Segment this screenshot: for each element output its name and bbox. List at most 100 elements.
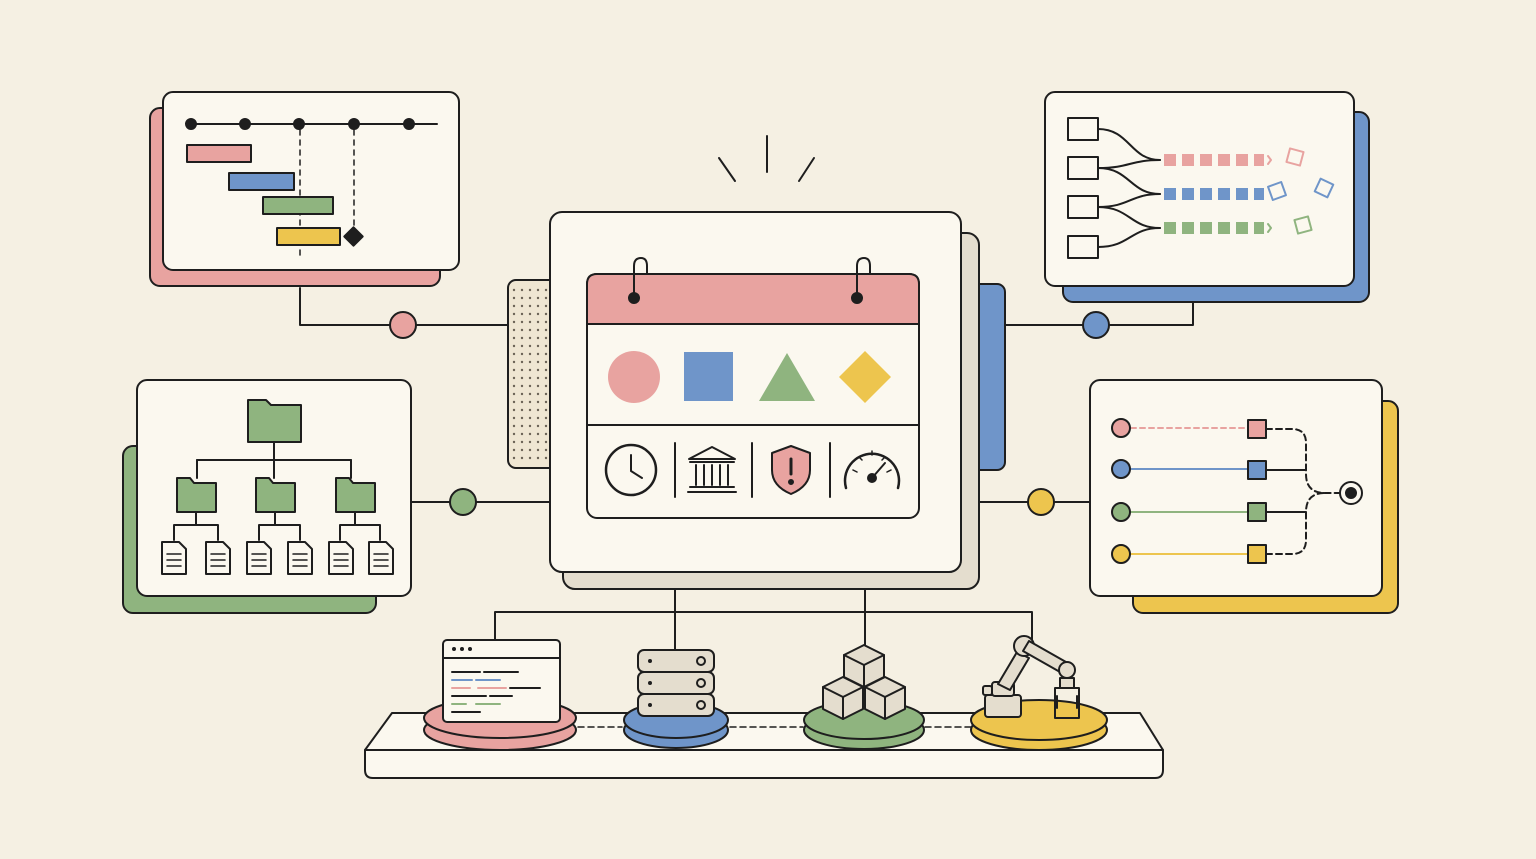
grid-dot (512, 440, 516, 444)
shield-alert-icon (771, 445, 811, 495)
grid-dot (536, 376, 540, 380)
grid-dot (520, 320, 524, 324)
grid-dot (520, 352, 524, 356)
grid-dot (512, 424, 516, 428)
grid-dot (528, 448, 532, 452)
grid-dot (520, 400, 524, 404)
grid-dot (512, 360, 516, 364)
server-stack-icon (637, 649, 715, 717)
grid-dot (512, 336, 516, 340)
workflow-merge-icon (1111, 418, 1363, 564)
grid-dot (536, 448, 540, 452)
grid-dot (520, 392, 524, 396)
grid-dot (544, 408, 548, 412)
grid-dot (528, 392, 532, 396)
grid-dot (536, 408, 540, 412)
grid-dot (544, 416, 548, 420)
grid-dot (512, 400, 516, 404)
grid-dot (544, 344, 548, 348)
grid-dot (520, 368, 524, 372)
grid-dot (512, 320, 516, 324)
grid-dot (544, 400, 548, 404)
grid-dot (536, 432, 540, 436)
grid-dot (544, 296, 548, 300)
pipeline-panel-card (1044, 91, 1355, 287)
grid-dot (544, 328, 548, 332)
diamond-icon (839, 351, 891, 403)
cubes-icon (822, 644, 906, 720)
grid-dot (544, 448, 548, 452)
workflow-panel (1089, 379, 1399, 614)
grid-dot (528, 424, 532, 428)
grid-dot (528, 360, 532, 364)
grid-dot (528, 328, 532, 332)
grid-dot (536, 368, 540, 372)
grid-dot (512, 376, 516, 380)
node-dot-blue (1082, 311, 1110, 339)
node-dot-green (449, 488, 477, 516)
attention-marks (718, 135, 815, 182)
folder-tree-icon (161, 399, 394, 575)
grid-dot (520, 296, 524, 300)
grid-dot (520, 408, 524, 412)
calendar-icon (586, 257, 920, 519)
grid-dot (544, 368, 548, 372)
grid-dot (536, 384, 540, 388)
grid-dot (536, 336, 540, 340)
grid-dot (536, 400, 540, 404)
grid-dot (536, 312, 540, 316)
clock-icon (604, 443, 658, 497)
grid-dot (520, 432, 524, 436)
connectors (299, 287, 1194, 651)
grid-dot (536, 352, 540, 356)
grid-dot (536, 440, 540, 444)
grid-dot (512, 304, 516, 308)
grid-dot (520, 328, 524, 332)
grid-dot (512, 392, 516, 396)
grid-dot (528, 296, 532, 300)
grid-dot (536, 392, 540, 396)
grid-dot (544, 304, 548, 308)
grid-dot (536, 296, 540, 300)
grid-dot (536, 288, 540, 292)
robot-arm-module (970, 635, 1108, 751)
grid-dot (544, 312, 548, 316)
square-icon (684, 352, 733, 401)
grid-dot (520, 376, 524, 380)
grid-dot (512, 296, 516, 300)
grid-dot (512, 344, 516, 348)
grid-dot (512, 432, 516, 436)
grid-dot (520, 440, 524, 444)
grid-dot (536, 456, 540, 460)
grid-dot (512, 328, 516, 332)
grid-dot (520, 288, 524, 292)
grid-dot (520, 304, 524, 308)
grid-dot (520, 416, 524, 420)
grid-dot (520, 312, 524, 316)
grid-dot (544, 320, 548, 324)
grid-dot (528, 344, 532, 348)
grid-dot (520, 384, 524, 388)
grid-dot (512, 456, 516, 460)
grid-dot (544, 384, 548, 388)
shape-row (608, 351, 891, 403)
grid-dot (536, 320, 540, 324)
triangle-icon (759, 353, 815, 401)
center-panel (507, 135, 1006, 590)
grid-dot (536, 416, 540, 420)
code-window-module (423, 639, 577, 751)
gantt-panel (149, 91, 460, 287)
grid-dot (544, 392, 548, 396)
grid-dot (520, 424, 524, 428)
grid-dot (512, 368, 516, 372)
grid-dot (528, 320, 532, 324)
node-dot-red (389, 311, 417, 339)
grid-dot (512, 352, 516, 356)
grid-dot (536, 360, 540, 364)
grid-dot (520, 344, 524, 348)
grid-dot (528, 440, 532, 444)
grid-dot (544, 376, 548, 380)
tool-row (604, 442, 901, 498)
cubes-module (803, 644, 925, 750)
